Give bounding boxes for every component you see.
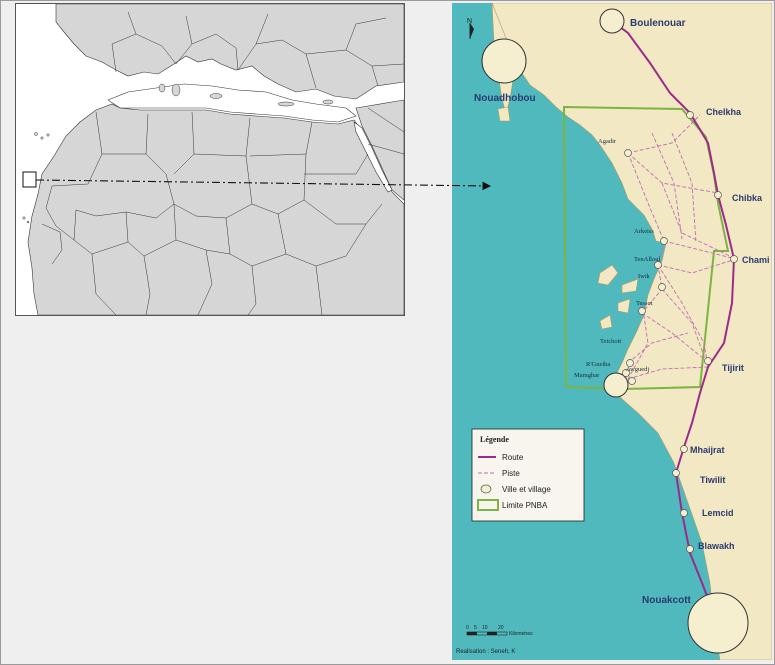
nouadhobou-marker [481,38,527,84]
label-chibka: Chibka [732,193,763,203]
circle-marker-icon [480,484,492,494]
label-tenalloul: TenAlloul [634,256,660,263]
label-mhaijrat: Mhaijrat [690,445,725,455]
label-chami: Chami [742,255,770,265]
boulenouar-marker [599,8,625,34]
nouakcott-marker [687,592,749,654]
coastal-islands [497,106,639,330]
label-awguedj: Awguedj [626,366,649,373]
scale-unit: Kilometres [509,631,533,637]
label-blawakh: Blawakh [698,541,735,551]
label-chelkha: Chelkha [706,107,742,117]
legend-item-piste: Piste [502,469,520,478]
label-iwik: Iwik [638,273,651,280]
legend-pnba-swatch [477,499,499,511]
label-nouadhobou: Nouadhobou [474,93,536,104]
label-tijirit: Tijirit [722,363,744,373]
legend: Légende Route Piste Ville et village Lim… [471,428,585,522]
scale-tick-5: 5 [474,625,477,631]
africa-landmass [27,103,404,315]
islands [22,83,334,224]
piste-network [627,114,737,380]
legend-item-ville: Ville et village [502,485,551,494]
label-nouakcott: Nouakcott [642,595,692,606]
village-markers [622,111,738,553]
legend-item-pnba: Limite PNBA [502,501,548,510]
arabia-landmass [355,99,404,201]
scale-tick-20: 20 [498,625,504,631]
mediterranean-sea [107,83,357,123]
legend-item-route: Route [502,453,524,462]
label-rgueiba: R'Gueiba [586,361,610,368]
mamghar-big-marker [603,372,629,398]
land-area [491,3,772,660]
city-markers [481,8,749,654]
scale-tick-0: 0 [466,625,469,631]
europe-landmass [55,4,404,100]
scale-tick-10: 10 [482,625,488,631]
north-arrow-icon: N [467,18,474,39]
north-label: N [467,18,472,25]
legend-title: Légende [480,435,509,444]
overview-map [15,3,405,316]
label-tessot: Tessot [636,300,653,307]
label-lemcid: Lemcid [702,508,734,518]
label-boulenouar: Boulenouar [630,18,686,29]
label-agadir: Agadir [598,138,617,145]
red-sea [353,121,393,193]
detail-map: N Boulenouar Nouadhobou Nouakcott Chelkh… [452,3,772,660]
label-arkeiss: Arkeiss [634,228,654,235]
label-mamghar: Mamghar [574,372,600,379]
scale-bar: 0 5 10 20 Kilometres [466,625,533,637]
label-teichott: Teichott [600,338,621,345]
map-credit: Realisation : Seneh, K [456,649,515,655]
main-route [611,20,736,624]
label-tiwilit: Tiwilit [700,475,725,485]
